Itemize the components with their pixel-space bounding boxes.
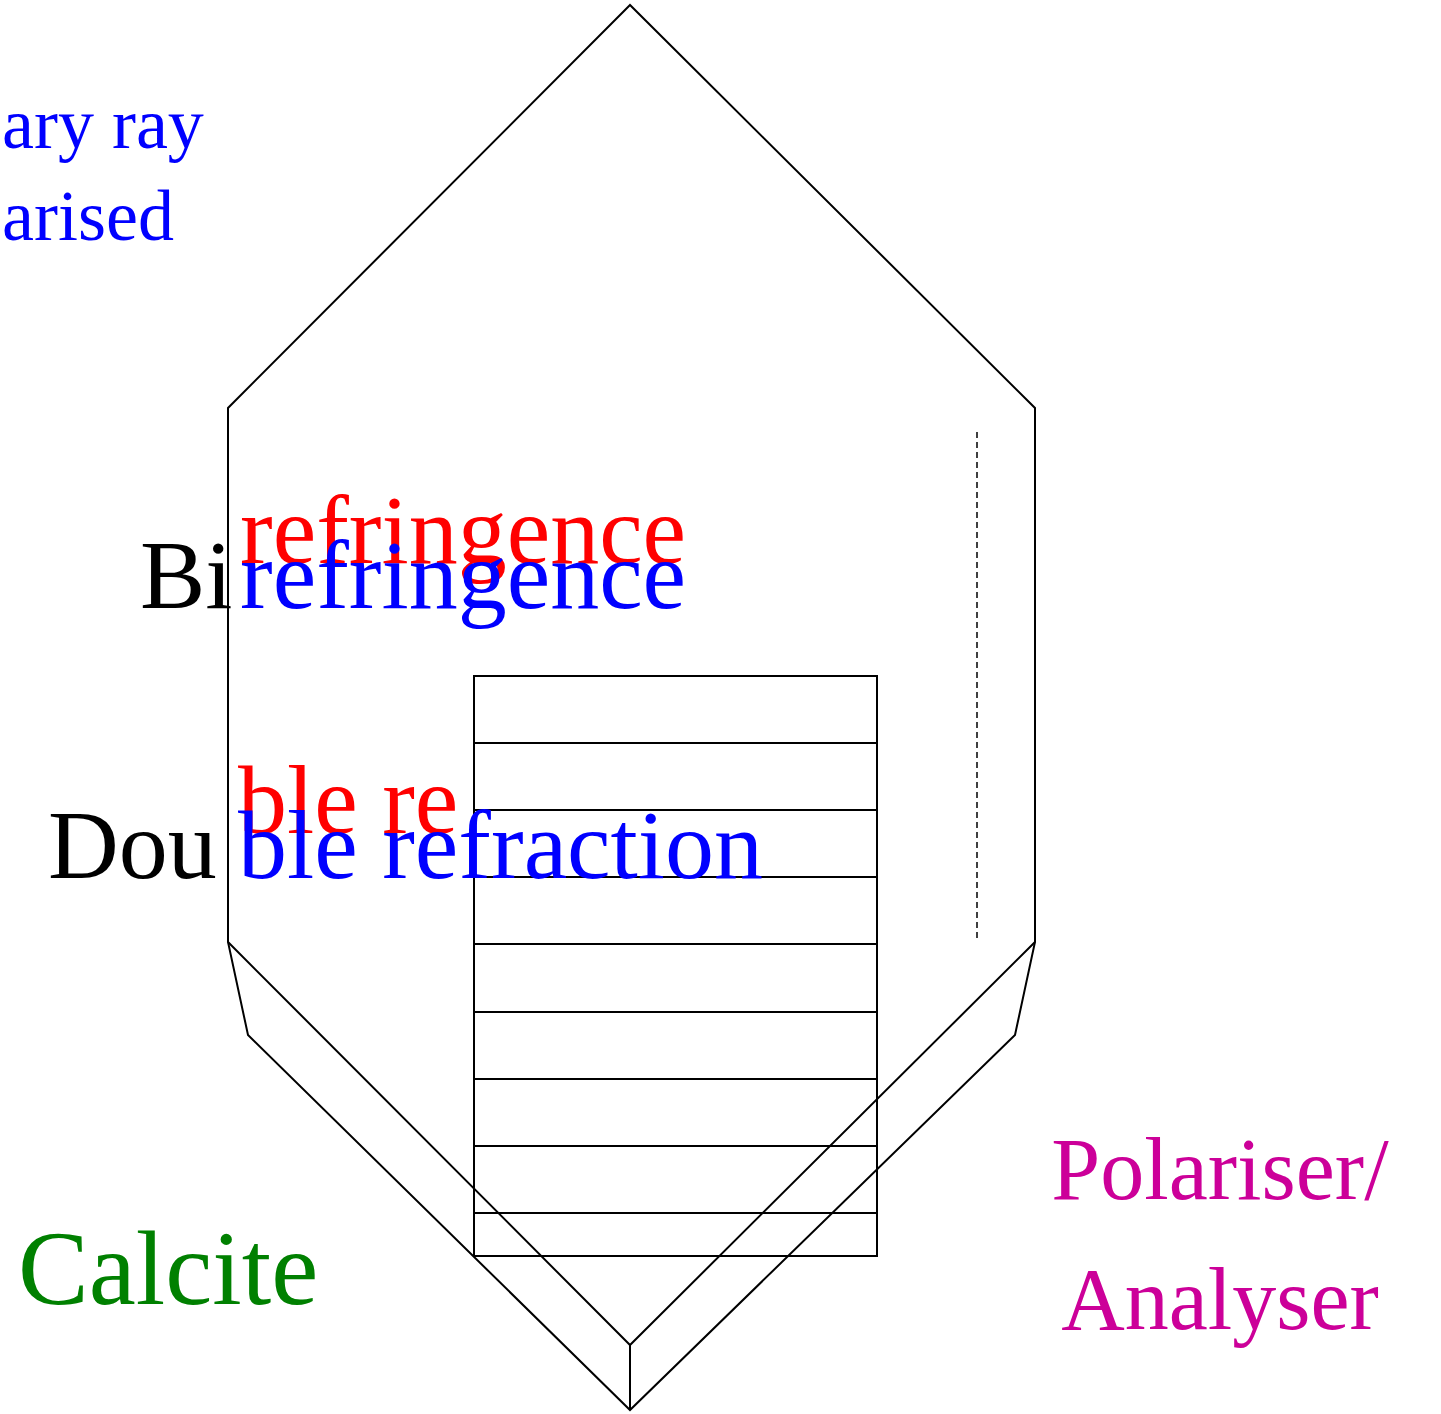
mineral-name: Calcite — [18, 1216, 318, 1322]
crystal-outline — [228, 5, 1035, 1410]
blue-word: refringence — [240, 526, 686, 624]
dashed-axis — [976, 432, 978, 942]
word-prefix: Dou — [48, 796, 217, 894]
plate-stack — [474, 676, 877, 1256]
ray-note: arised — [2, 180, 174, 252]
ray-note: ary ray — [2, 88, 204, 160]
word-prefix: Bi — [140, 526, 233, 624]
device-label: Polariser/ Analyser — [1005, 1105, 1435, 1365]
blue-word: ble refraction — [238, 796, 763, 894]
